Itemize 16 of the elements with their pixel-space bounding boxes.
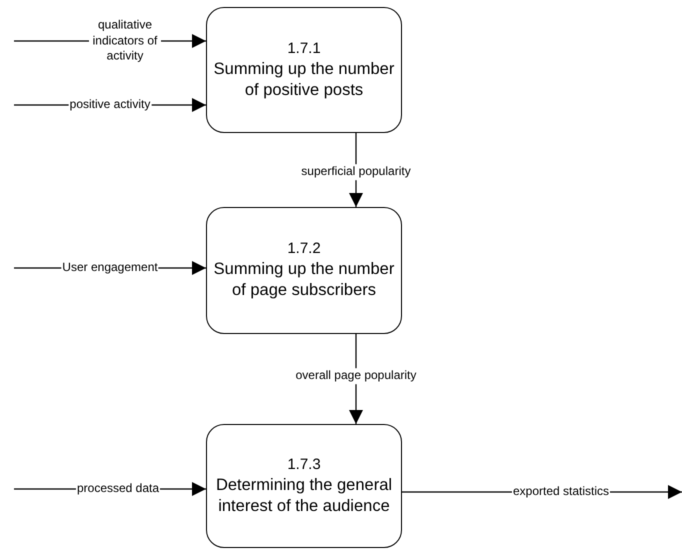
process-number: 1.7.1 [287,40,321,57]
process-title: Determining the general interest of the audience [214,474,394,516]
edge-label: User engagement [61,260,159,276]
edge-label: exported statistics [512,484,610,500]
edge-label: superficial popularity [300,164,412,180]
process-title: Summing up the number of page subscribers [212,259,396,301]
edge-label: qualitative indicators of activity [89,18,161,64]
process-box [206,207,402,334]
process-number: 1.7.2 [287,240,321,258]
process-number: 1.7.3 [287,456,321,473]
edge-label: overall page popularity [294,368,418,384]
edge-label: processed data [76,481,160,497]
process-box [206,7,402,133]
edge-label: positive activity [68,97,152,113]
process-title: Summing up the number of positive posts [212,58,396,100]
process-box [206,424,402,548]
